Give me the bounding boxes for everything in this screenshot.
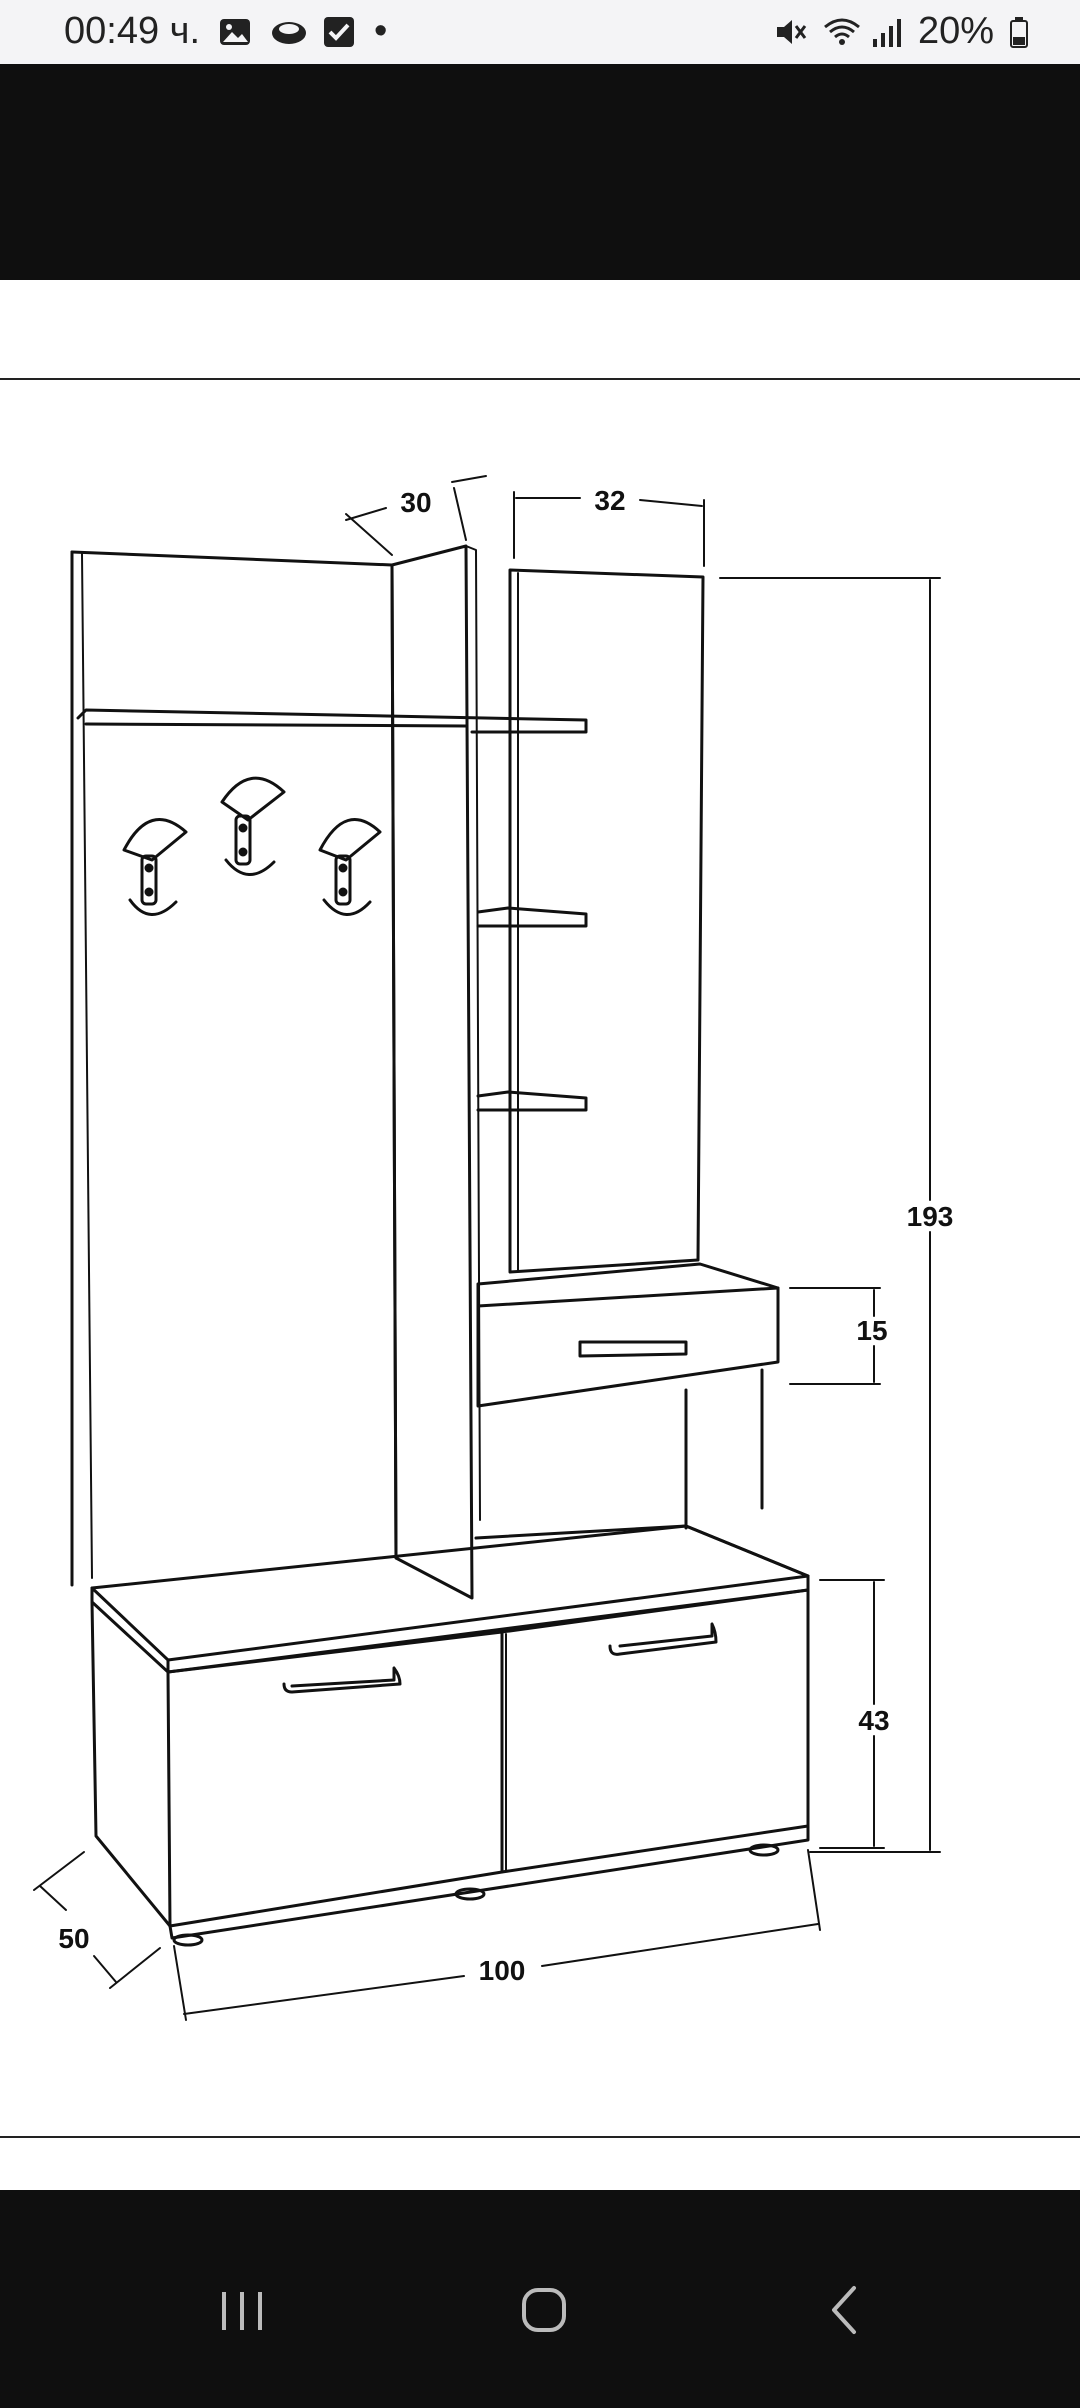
shelf-3 [476,1090,588,1112]
divider-top [0,378,1080,380]
compartment-floor [474,1524,810,1578]
dim-43-lines [819,1579,885,1849]
dim-label-100: 100 [479,1955,526,1986]
dim-50-lines [33,1851,161,1989]
left-panel-top [70,550,394,567]
bottom-white-strip [0,2138,1080,2190]
clock: 00:49 ч. [64,10,201,52]
dim-label-193: 193 [907,1201,954,1232]
recents-icon [222,2292,262,2330]
top-shelf [76,708,588,734]
door-handle-right [608,1622,718,1656]
coat-hook-1 [122,818,188,916]
recents-button[interactable] [182,2250,302,2370]
cabinet-door-right [500,1588,810,1874]
door-handle-left [282,1666,402,1694]
dim-193-lines [719,577,941,1853]
foot-2 [454,1887,486,1901]
drawer-top-edge [476,1286,780,1308]
wifi-icon [822,15,860,49]
home-button[interactable] [484,2250,604,2370]
divider-panel-side [465,545,481,1521]
signal-icon [870,15,904,49]
shelf-2 [476,906,588,928]
cabinet-top-front [166,1574,810,1674]
mirror-panel [508,568,705,1274]
back-icon [832,2286,856,2334]
drawer-handle [578,1340,688,1358]
dim-label-32: 32 [594,485,625,516]
cabinet-door-left [166,1630,504,1928]
battery-percent: 20% [917,10,994,52]
divider-panel [390,544,474,1600]
foot-1 [172,1933,204,1947]
gallery-icon [218,15,252,49]
dim-label-43: 43 [858,1705,889,1736]
cloud-icon [270,15,307,49]
status-left: 00:49 ч. • [64,10,387,53]
cabinet-plinth [168,1824,810,1940]
drawing-svg: 30 32 193 15 43 50 100 [33,475,954,2021]
battery-icon [1008,15,1030,49]
checkbox-icon [322,15,356,49]
divider-bottom [0,2136,1080,2138]
home-icon [522,2288,566,2332]
foot-3 [748,1843,780,1857]
navigation-bar [0,2190,1080,2408]
cabinet-top [90,1524,810,1662]
dim-label-30: 30 [400,487,431,518]
status-bar: 00:49 ч. • 20% [0,0,1080,64]
dim-32-lines [513,491,705,567]
top-black-band [0,64,1080,280]
back-button[interactable] [786,2250,906,2370]
mute-icon [774,15,808,49]
coat-hook-2 [220,776,286,876]
furniture-drawing[interactable]: 30 32 193 15 43 50 100 [0,380,1080,2136]
top-shelf-bottom [84,722,468,728]
left-panel-inner [81,553,93,1579]
dim-15-lines [789,1287,881,1385]
dim-label-15: 15 [856,1315,887,1346]
drawer-box [476,1262,780,1408]
dim-100-lines [173,1849,821,2021]
notification-dot: • [374,10,388,52]
dim-30-lines [345,475,487,556]
status-right: 20% [774,10,1030,53]
cabinet-side [90,1600,172,1928]
coat-hook-3 [318,818,382,916]
white-strip [0,280,1080,378]
dim-label-50: 50 [58,1923,89,1954]
